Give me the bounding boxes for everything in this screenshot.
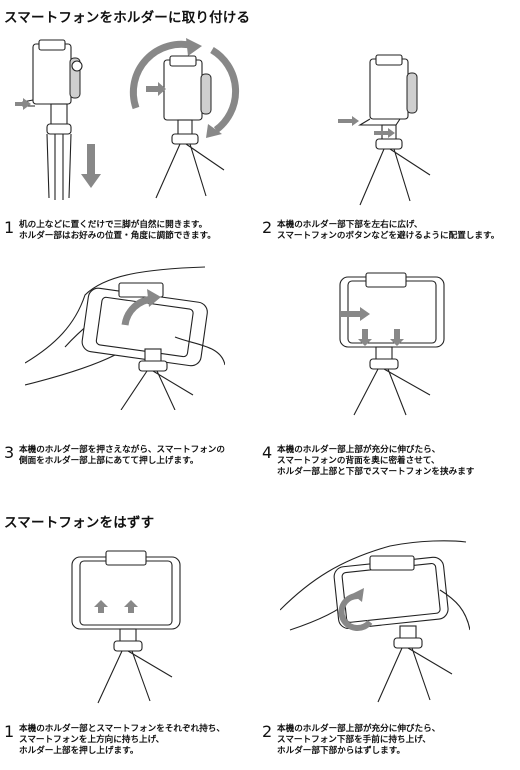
figure-tripod-open [129,38,240,199]
figure-remove-lift [71,550,181,704]
step-attach-4: 4 本機のホルダー部上部が充分に伸びたら、 スマートフォンの背面を奥に密着させて… [262,445,474,478]
step-attach-3: 3 本機のホルダー部を押さえながら、スマートフォンの 側面をホルダー部上部にあて… [4,445,225,467]
section-title-remove: スマートフォンをはずす [4,515,155,531]
figure-remove-hand [280,540,470,703]
step-text-line: ホルダー部上部と下部でスマートフォンを挟みます [277,467,475,477]
figure-tripod-folded [15,39,101,200]
step-text-line: ホルダー上部を押し上げます。 [19,746,139,756]
figure-hand-push [25,266,225,410]
step-attach-1: 1 机の上などに置くだけで三脚が自然に開きます。 ホルダー部はお好みの位置・角度… [4,220,216,242]
step-remove-1: 1 本機のホルダー部とスマートフォンをそれぞれ持ち、 スマートフォンを上方向に持… [4,724,225,757]
step-attach-2: 2 本機のホルダー部下部を左右に広げ、 スマートフォンのボタンなどを避けるように… [262,220,499,242]
step-text-line: 本機のホルダー部とスマートフォンをそれぞれ持ち、 [19,724,225,734]
step-text-line: スマートフォンを上方向に持ち上げ、 [19,735,165,745]
step-text-line: スマートフォンの背面を奥に密着させて、 [277,456,440,466]
step-number: 2 [262,218,273,237]
step-number: 4 [262,443,273,462]
figure-phone-placed [339,272,445,416]
step-text-line: ホルダー部はお好みの位置・角度に調節できます。 [19,231,216,241]
section-title-attach: スマートフォンをホルダーに取り付ける [4,10,251,26]
step-text-line: スマートフォン下部を手前に持ち上げ、 [277,735,431,745]
step-text-line: スマートフォンのボタンなどを避けるように配置します。 [277,231,500,241]
step-number: 3 [4,443,15,462]
step-remove-2: 2 本機のホルダー部上部が充分に伸びたら、 スマートフォン下部を手前に持ち上げ、… [262,724,440,757]
step-text-line: 側面をホルダー部上部にあてて押し上げます。 [19,456,199,466]
step-number: 2 [262,722,273,741]
step-text-line: ホルダー部下部からはずします。 [277,746,406,756]
step-text-line: 本機のホルダー部下部を左右に広げ、 [277,220,423,230]
step-number: 1 [4,722,15,741]
step-number: 1 [4,218,15,237]
step-text-line: 本機のホルダー部を押さえながら、スマートフォンの [19,445,225,455]
step-text-line: 机の上などに置くだけで三脚が自然に開きます。 [19,220,208,230]
figure-holder-widen [338,54,431,206]
step-text-line: 本機のホルダー部上部が充分に伸びたら、 [277,445,441,455]
step-text-line: 本機のホルダー部上部が充分に伸びたら、 [277,724,441,734]
